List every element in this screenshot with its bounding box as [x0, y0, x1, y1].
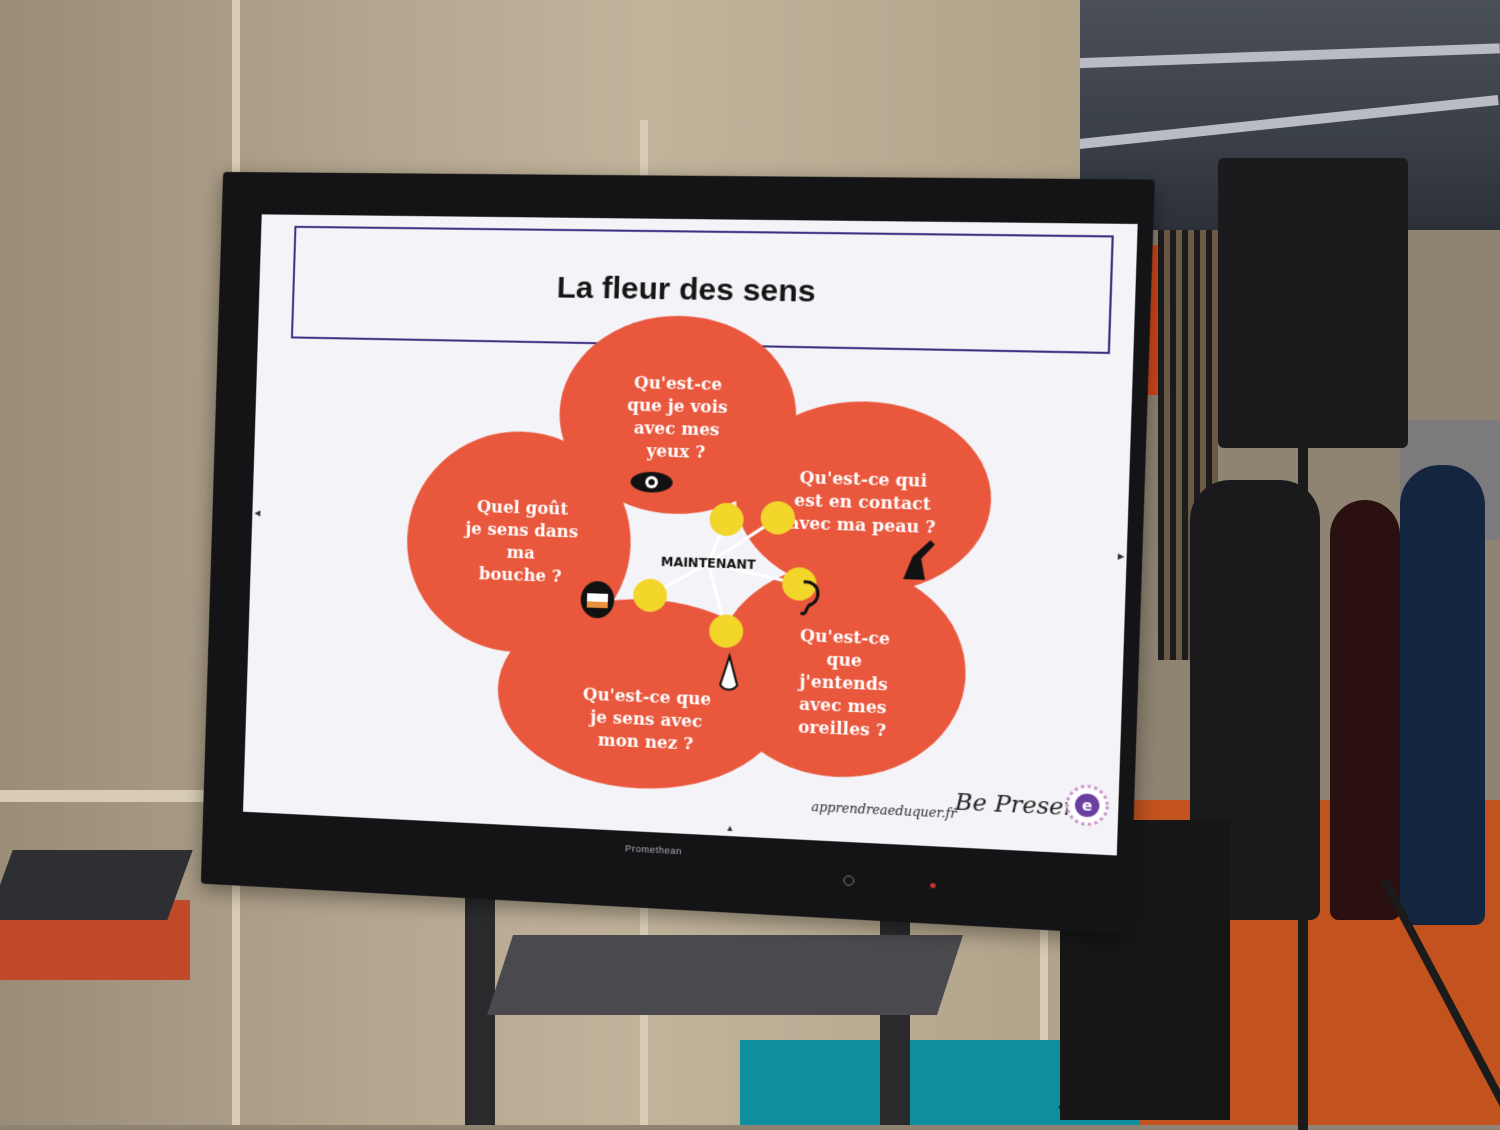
petal-peau [732, 398, 995, 598]
petal-nez [494, 594, 792, 796]
interactive-display: La fleur des sens Qu'est-ceque je voisav… [200, 171, 1155, 935]
petal-text-nez: Qu'est-ce queje sens avecmon nez ? [581, 684, 711, 754]
footer-signature: Be Present [953, 790, 1089, 823]
monitor-stand-shelf [487, 935, 963, 1015]
petal-oreilles [712, 560, 970, 783]
footer-logo: e [1067, 785, 1108, 825]
flower-diagram: Qu'est-ceque je voisavec mesyeux ? Qu'est… [403, 313, 1138, 855]
person [1400, 465, 1485, 925]
petal-bouche [403, 428, 635, 657]
petal-text-yeux: Qu'est-ceque je voisavec mesyeux ? [625, 373, 728, 463]
footer-site: apprendreaeduquer.fr [811, 800, 958, 822]
mouth-icon [580, 580, 615, 619]
petal-yeux [556, 313, 800, 518]
speaker-stand [1298, 440, 1308, 1130]
person [1330, 500, 1400, 920]
chevron-right-icon[interactable]: ▸ [1117, 548, 1125, 564]
petal-text-bouche: Quel goûtje sens dansmabouche ? [462, 496, 580, 586]
slide: La fleur des sens Qu'est-ceque je voisav… [243, 214, 1138, 856]
wall-rail [0, 790, 240, 802]
loudspeaker [1218, 158, 1408, 448]
footer-logo-letter: e [1082, 798, 1093, 815]
eye-icon [630, 471, 674, 494]
petal-text-peau: Qu'est-ce quiest en contactavec ma peau … [788, 467, 937, 537]
status-led-icon [930, 882, 936, 889]
center-label: MAINTENANT [661, 555, 757, 573]
laptop [0, 850, 193, 920]
chevron-up-icon[interactable]: ▴ [727, 822, 733, 835]
petal-text-oreilles: Qu'est-cequej'entendsavec mesoreilles ? [796, 625, 891, 740]
power-icon[interactable] [843, 875, 855, 887]
sense-dot-bouche [632, 578, 668, 613]
chevron-left-icon[interactable]: ◂ [254, 505, 261, 520]
